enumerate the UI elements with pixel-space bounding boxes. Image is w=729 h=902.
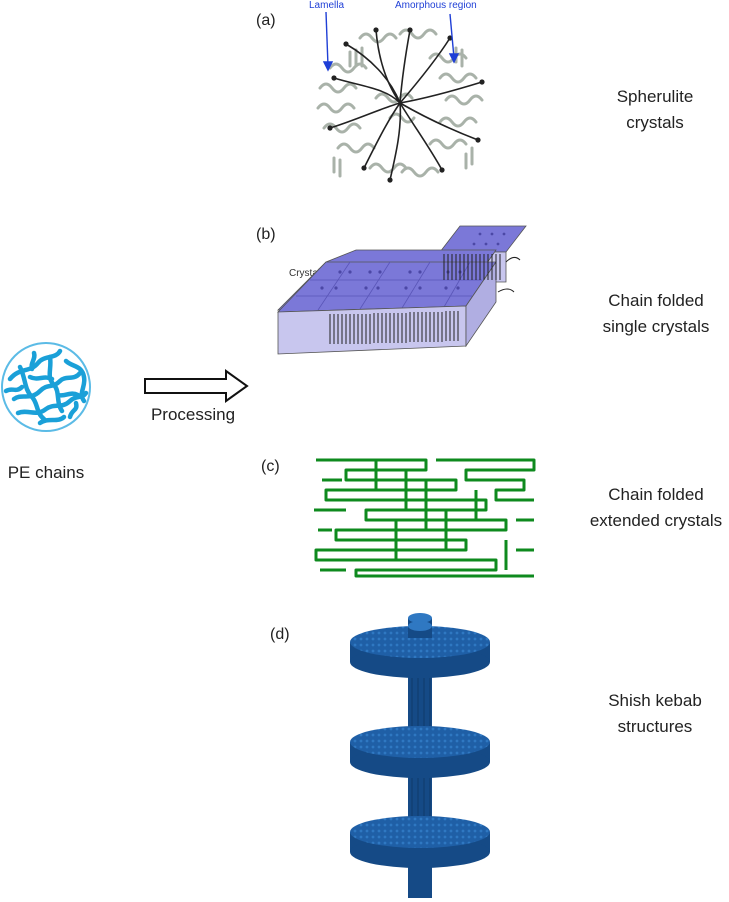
panel-c-description-line2: extended crystals	[589, 511, 723, 530]
shish-kebab-diagram	[350, 613, 490, 898]
panel-d-description-line2: structures	[617, 717, 693, 736]
panel-b-description-line2: single crystals	[602, 317, 710, 336]
panel-a-letter: (a)	[256, 12, 276, 29]
amorphous-region-label: Amorphous region	[395, 0, 477, 11]
crystallite-label: Crystallite	[289, 268, 333, 279]
pe-chains-label: PE chains	[7, 463, 85, 482]
panel-c-letter: (c)	[261, 458, 280, 475]
panel-d-description-line1: Shish kebab	[608, 691, 702, 710]
panel-c-description-line1: Chain folded	[608, 485, 704, 504]
single-crystal-diagram	[276, 225, 527, 355]
panel-a-description-line1: Spherulite	[616, 87, 694, 106]
panel-a-description-line2: crystals	[626, 113, 684, 132]
extended-crystal-diagram	[314, 458, 536, 578]
panel-b-description-line1: Chain folded	[608, 291, 704, 310]
processing-arrow-icon	[144, 369, 249, 403]
spherulite-diagram	[316, 11, 485, 183]
panel-d-letter: (d)	[270, 626, 290, 643]
panel-b-letter: (b)	[256, 226, 276, 243]
lamella-label: Lamella	[309, 0, 345, 11]
pe-chains-circle	[1, 342, 91, 432]
processing-label: Processing	[150, 405, 236, 424]
